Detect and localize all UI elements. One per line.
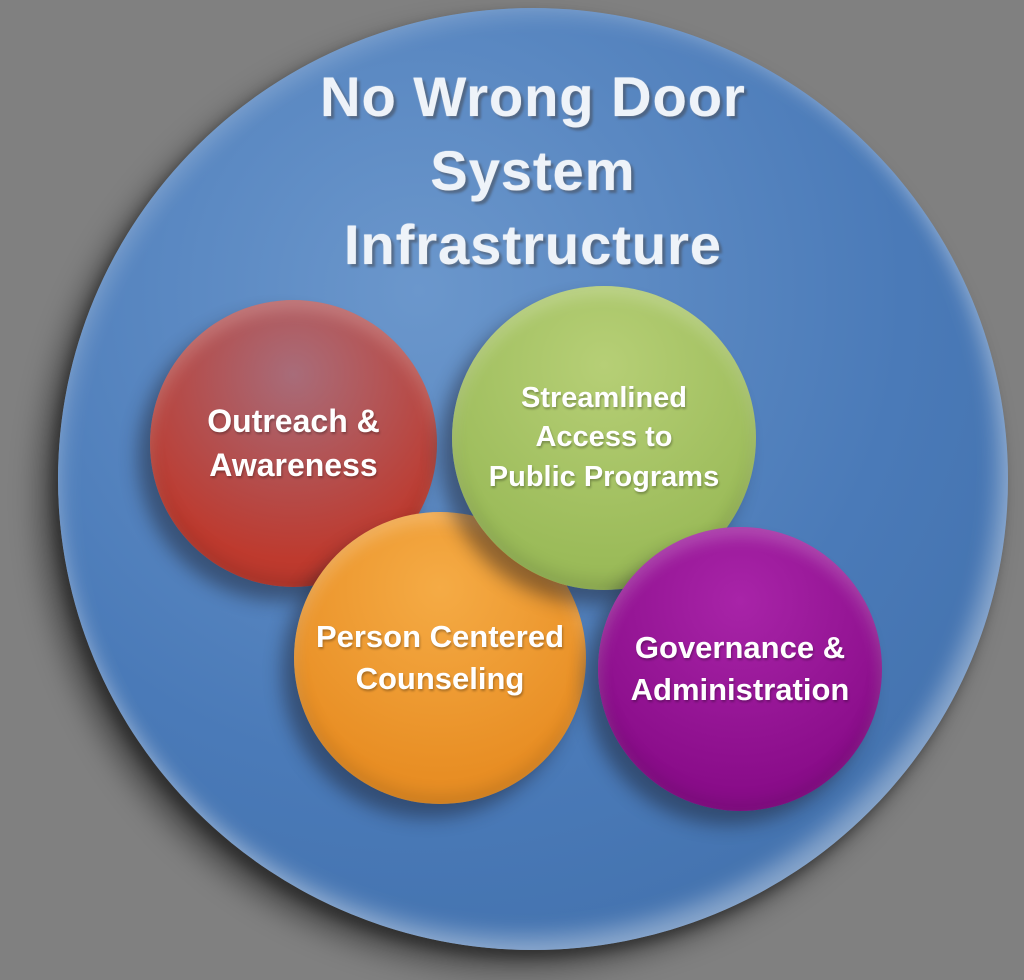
outer-circle-no-wrong-door-system: No Wrong Door System Infrastructure Outr…: [58, 8, 1008, 950]
title-line-1: No Wrong Door: [320, 65, 746, 128]
circle-label-governance-administration: Governance & Administration: [630, 630, 850, 707]
circle-label-outreach-awareness: Outreach & Awareness: [207, 403, 380, 483]
circle-governance-administration: Governance & Administration: [598, 527, 882, 811]
circle-outreach-awareness: Outreach & Awareness: [150, 300, 437, 587]
title-line-2: System: [430, 139, 636, 202]
circle-label-streamlined-access-public-programs: Streamlined Access to Public Programs: [488, 382, 720, 493]
circle-label-person-centered-counseling: Person Centered Counseling: [315, 619, 565, 696]
diagram-title: No Wrong Door System Infrastructure: [58, 60, 1008, 282]
title-line-3: Infrastructure: [343, 213, 723, 276]
